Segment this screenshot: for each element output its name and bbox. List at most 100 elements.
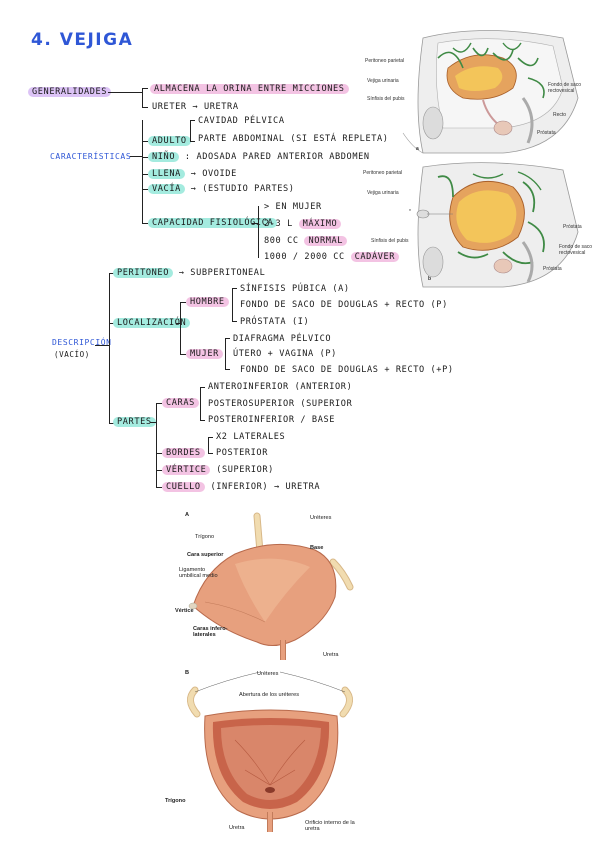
peritoneo-row: PERITONEO → SUBPERITONEAL: [113, 267, 265, 279]
fig-label: Uretra: [323, 652, 339, 658]
fig-label: Fondo de saco rectovesical: [559, 244, 593, 256]
partes-label: PARTES: [113, 416, 156, 428]
mujer-label: MUJER: [186, 348, 223, 360]
descripcion-sublabel: (VACÍO): [54, 350, 90, 359]
caras-label: CARAS: [162, 397, 199, 409]
caras-item: POSTEROINFERIOR / BASE: [208, 415, 336, 425]
bracket-line: [180, 302, 181, 354]
bracket-line: [258, 206, 259, 258]
bracket-tick: [156, 470, 162, 471]
bordes-label: BORDES: [162, 447, 205, 459]
capacidad-item: 1000 / 2000 CC CADÁVER: [264, 251, 400, 263]
mujer-item: ÚTERO + VAGINA (P): [233, 349, 337, 359]
bracket-tick: [142, 88, 148, 89]
bracket-line: [142, 120, 143, 224]
bracket-tick: [225, 338, 230, 339]
fig-letter: a: [416, 146, 419, 152]
llena-row: LLENA → OVOIDE: [148, 168, 237, 180]
bracket-line: [156, 403, 157, 488]
bracket-tick: [180, 302, 186, 303]
fig-letter: b: [428, 276, 432, 282]
hombre-item: SÍNFISIS PÚBICA (A): [240, 284, 350, 294]
bladder-interior-illustration: [187, 671, 353, 832]
bladder-external-illustration: [188, 512, 354, 660]
bordes-item: POSTERIOR: [216, 448, 268, 458]
connector: [176, 323, 180, 324]
bracket-tick: [142, 157, 148, 158]
fig-label: Caras infero-laterales: [193, 626, 228, 638]
hombre-item: PRÓSTATA (I): [240, 317, 310, 327]
connector: [150, 422, 156, 423]
localizacion-label: LOCALIZACIÓN: [113, 317, 191, 329]
figure-sagittal-full: Peritoneo parietal Vejiga urinaria * Sín…: [363, 162, 593, 292]
adulto-label: ADULTO: [148, 135, 191, 147]
fig-label: Vértice: [175, 608, 194, 614]
figure-bladder-external: A Uréteres Trígono Cara superior Base Li…: [165, 512, 385, 662]
fig-label: Uretra: [229, 825, 245, 831]
connector: [108, 92, 142, 93]
bracket-tick: [142, 107, 148, 108]
fig-label: Próstata: [563, 224, 582, 230]
fig-label: Vejiga urinaria: [367, 190, 399, 196]
page-title: 4. VEJIGA: [31, 30, 134, 50]
vacia-row: VACÍA → (ESTUDIO PARTES): [148, 183, 295, 195]
bracket-tick: [232, 321, 237, 322]
capacidad-label: CAPACIDAD FISIOLÓGICA: [148, 217, 278, 229]
nino-row: NIÑO : ADOSADA PARED ANTERIOR ABDOMEN: [148, 151, 370, 163]
fig-label: Base: [310, 545, 324, 551]
bracket-tick: [200, 387, 205, 388]
bracket-line: [232, 288, 233, 322]
bracket-tick: [156, 453, 162, 454]
bracket-tick: [190, 141, 195, 142]
bracket-tick: [232, 288, 237, 289]
bracket-tick: [142, 174, 148, 175]
bracket-tick: [142, 223, 148, 224]
bracket-tick: [142, 141, 148, 142]
bracket-tick: [109, 323, 115, 324]
caras-item: ANTEROINFERIOR (ANTERIOR): [208, 382, 353, 392]
fig-label: Fondo de saco rectovesical: [548, 82, 582, 94]
fig-label: Abertura de los uréteres: [239, 692, 300, 698]
bracket-line: [200, 387, 201, 421]
vertice-row: VÉRTICE (SUPERIOR): [162, 464, 274, 476]
hombre-item: FONDO DE SACO DE DOUGLAS + RECTO (P): [240, 300, 448, 310]
bracket-tick: [156, 403, 162, 404]
fig-label: Sínfisis del pubis: [371, 238, 409, 244]
fig-letter: B: [185, 670, 190, 676]
bracket-tick: [180, 354, 186, 355]
bracket-line: [109, 273, 110, 424]
generalidades-label: GENERALIDADES: [28, 86, 112, 98]
capacidad-item: > EN MUJER: [264, 202, 322, 212]
fig-label: Peritoneo parietal: [365, 58, 405, 64]
bracket-line: [208, 437, 209, 454]
bracket-tick: [225, 369, 230, 370]
fig-label: Ligamento umbilical medio: [179, 567, 218, 579]
hombre-label: HOMBRE: [186, 296, 229, 308]
fig-label: Sínfisis del pubis: [367, 96, 405, 102]
generalidades-item: ALMACENA LA ORINA ENTRE MICCIONES: [150, 83, 349, 95]
bracket-tick: [142, 189, 148, 190]
caracteristicas-label: CARACTERÍSTICAS: [50, 152, 132, 161]
bracket-tick: [109, 423, 115, 424]
bracket-line: [142, 88, 143, 108]
fig-label: Cara superior: [187, 552, 224, 558]
adulto-item: PARTE ABDOMINAL (SI ESTÁ REPLETA): [198, 134, 389, 144]
fig-label: Trígono: [165, 798, 186, 804]
bracket-tick: [156, 487, 162, 488]
mujer-item: FONDO DE SACO DE DOUGLAS + RECTO (+P): [240, 365, 454, 375]
bracket-line: [190, 120, 191, 142]
fig-label: Peritoneo parietal: [363, 170, 403, 176]
bordes-item: X2 LATERALES: [216, 432, 286, 442]
cuello-row: CUELLO (INFERIOR) → URETRA: [162, 481, 320, 493]
fig-label: Vejiga urinaria: [367, 78, 399, 84]
figure-bladder-interior: B Uréteres Abertura de los uréteres Tríg…: [165, 670, 385, 840]
connector: [95, 345, 109, 346]
capacidad-item: 2-3 L MÁXIMO: [264, 218, 342, 230]
bracket-tick: [208, 437, 213, 438]
fig-label: Próstata: [537, 130, 556, 136]
bracket-tick: [190, 120, 195, 121]
fig-label: *: [409, 209, 411, 215]
bracket-tick: [200, 420, 205, 421]
fig-label: Uréteres: [310, 515, 332, 521]
fig-label: Orificio interno de la uretra: [305, 820, 355, 832]
